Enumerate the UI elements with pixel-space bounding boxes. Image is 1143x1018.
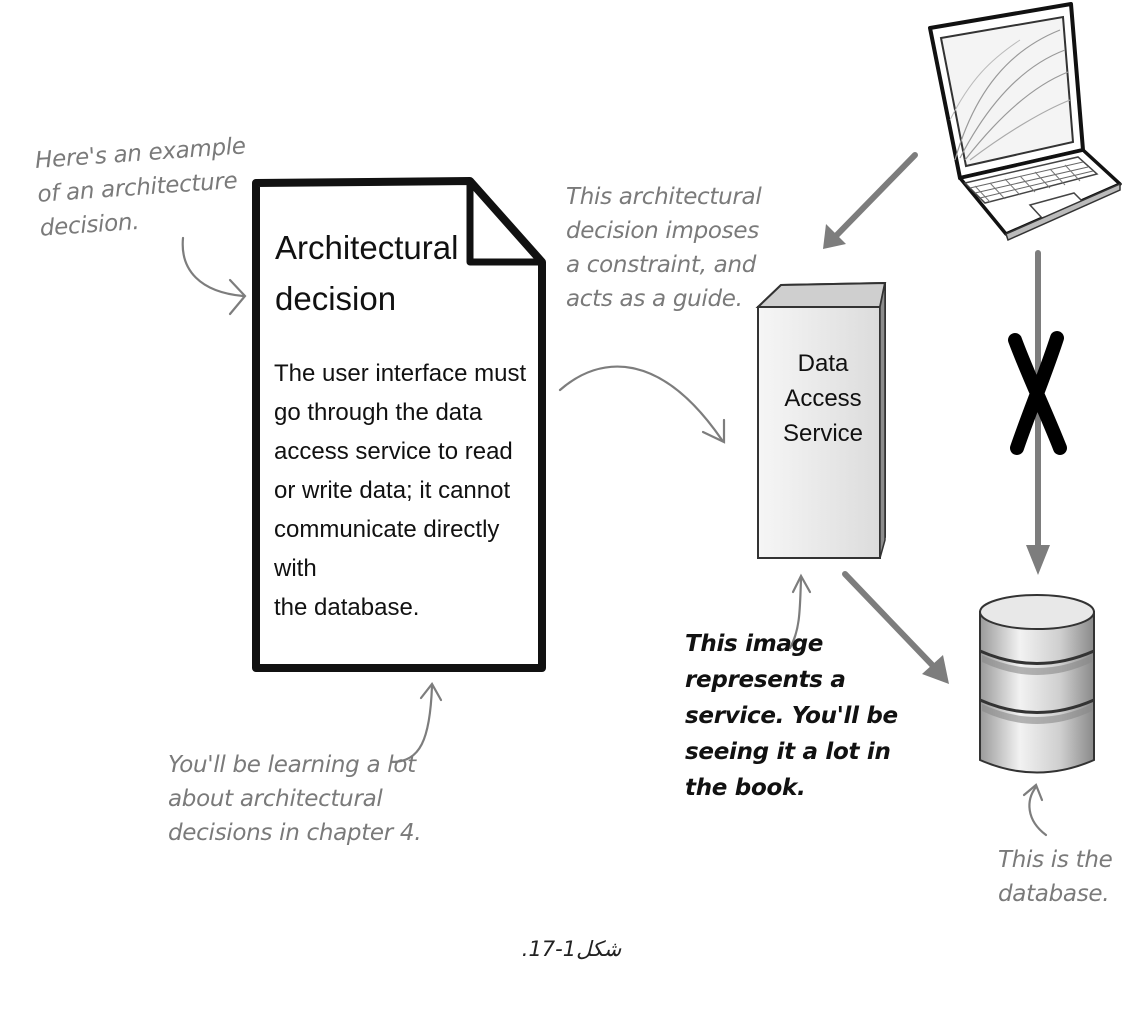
example-annotation-arrowhead bbox=[228, 278, 247, 316]
cross-mark-icon bbox=[1008, 331, 1067, 455]
annotation-line: decision imposes bbox=[566, 218, 759, 244]
annotation-line: a constraint, and bbox=[566, 252, 757, 278]
annotation-line: service. You'll be bbox=[685, 703, 898, 729]
laptop-icon bbox=[928, 2, 1122, 242]
document-title-line: decision bbox=[275, 280, 397, 317]
document-body-line: communicate directly with bbox=[274, 516, 500, 582]
annotation-line: database. bbox=[998, 881, 1110, 907]
constraint-annotation: This architectural decision imposes a co… bbox=[566, 180, 762, 316]
service-to-database-arrow bbox=[842, 571, 949, 684]
annotation-line: the book. bbox=[685, 775, 806, 801]
database-note-arrow bbox=[1028, 785, 1048, 837]
document-body-line: the database. bbox=[274, 594, 420, 621]
constraint-annotation-arrow bbox=[558, 365, 724, 442]
document-body: The user interface must go through the d… bbox=[274, 354, 539, 627]
service-label-line: Data bbox=[797, 350, 849, 377]
annotation-line: decisions in chapter 4. bbox=[168, 820, 422, 846]
example-annotation: Here's an example of an architecture dec… bbox=[34, 129, 252, 245]
document-body-line: go through the data bbox=[274, 399, 483, 426]
service-note-arrow bbox=[788, 576, 803, 650]
service-label: Data Access Service bbox=[768, 346, 878, 451]
annotation-line: You'll be learning a lot bbox=[168, 752, 416, 778]
learning-annotation: You'll be learning a lot about architect… bbox=[168, 748, 422, 850]
document-icon bbox=[252, 177, 546, 672]
database-note-arrowhead bbox=[1022, 783, 1044, 802]
document-title-line: Architectural bbox=[275, 229, 459, 266]
annotation-line: seeing it a lot in bbox=[685, 739, 891, 765]
service-label-line: Access bbox=[784, 385, 862, 412]
annotation-line: This architectural bbox=[566, 184, 762, 210]
database-note-annotation: This is the database. bbox=[998, 843, 1113, 911]
constraint-annotation-arrowhead bbox=[701, 418, 726, 444]
figure-caption: شكل1-17. bbox=[521, 937, 622, 961]
annotation-line: about architectural bbox=[168, 786, 383, 812]
annotation-line: This is the bbox=[998, 847, 1113, 873]
document-title: Architectural decision bbox=[275, 222, 535, 324]
database-icon bbox=[979, 594, 1095, 774]
annotation-line: acts as a guide. bbox=[566, 286, 743, 312]
learning-annotation-arrow bbox=[390, 684, 434, 764]
laptop-to-service-arrow bbox=[823, 152, 918, 249]
annotation-line: represents a bbox=[685, 667, 846, 693]
service-note-arrowhead bbox=[791, 573, 812, 594]
document-body-line: access service to read bbox=[274, 438, 513, 465]
service-box-icon bbox=[755, 281, 887, 559]
service-label-line: Service bbox=[782, 420, 864, 447]
learning-annotation-arrowhead bbox=[419, 682, 443, 702]
example-annotation-arrow bbox=[181, 236, 245, 298]
document-body-line: The user interface must bbox=[274, 360, 527, 387]
annotation-line: This image bbox=[685, 631, 824, 657]
service-note-annotation: This image represents a service. You'll … bbox=[685, 626, 898, 806]
document-body-line: or write data; it cannot bbox=[274, 477, 511, 504]
